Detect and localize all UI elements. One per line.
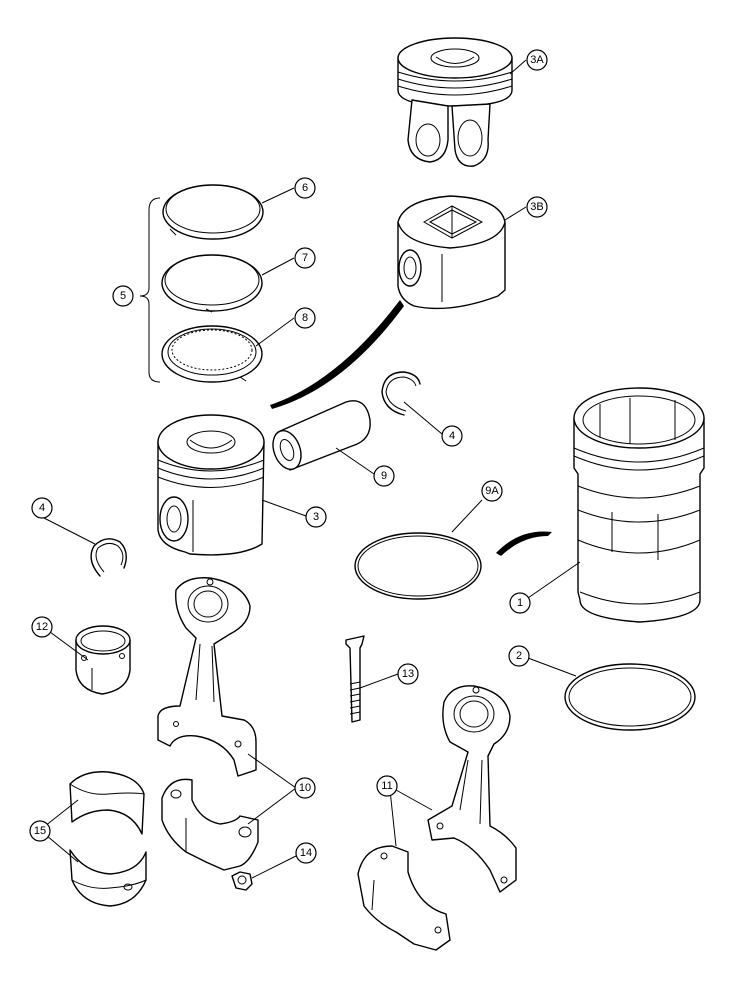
bearing-shell-15-lower [69, 849, 147, 907]
cylinder-liner-1 [573, 387, 705, 623]
callout-3: 3 [305, 506, 327, 528]
piston-3 [157, 414, 265, 556]
bushing-12 [75, 625, 131, 695]
svg-text:9: 9 [381, 470, 387, 482]
callout-14: 14 [295, 842, 317, 864]
piston-3a [397, 37, 513, 167]
snap-ring-4-lower [90, 538, 127, 577]
callout-3b: 3B [526, 196, 548, 218]
callout-10: 10 [294, 777, 316, 799]
callout-9: 9 [373, 465, 395, 487]
svg-text:3B: 3B [530, 201, 543, 213]
connecting-rod-10 [157, 577, 257, 777]
svg-text:6: 6 [302, 182, 308, 194]
svg-text:7: 7 [302, 252, 308, 264]
callout-4-lower: 4 [31, 497, 53, 519]
piston-ring-8 [161, 325, 263, 383]
o-ring-9a [354, 532, 482, 600]
svg-text:15: 15 [34, 825, 46, 837]
piston-pin-9 [272, 400, 371, 471]
svg-text:13: 13 [402, 668, 414, 680]
svg-text:10: 10 [299, 782, 311, 794]
callout-12: 12 [31, 616, 53, 638]
ring-set-bracket [139, 197, 161, 383]
svg-text:3A: 3A [530, 54, 544, 66]
leader-lines [39, 59, 581, 879]
callout-1: 1 [509, 592, 531, 614]
rod-bolt-13 [345, 635, 365, 723]
rod-nut-14 [231, 871, 253, 891]
callout-5: 5 [112, 285, 134, 307]
piston-ring-7 [161, 254, 263, 313]
piston-ring-6 [162, 184, 264, 240]
callout-7: 7 [294, 247, 316, 269]
svg-text:12: 12 [36, 621, 48, 633]
svg-text:8: 8 [302, 312, 308, 324]
svg-text:11: 11 [381, 780, 392, 792]
seal-ring-2 [564, 663, 696, 731]
svg-text:4: 4 [449, 430, 455, 442]
connecting-rod-11 [427, 685, 517, 893]
callout-3a: 3A [526, 49, 548, 71]
callout-11: 11 [376, 775, 398, 797]
svg-text:4: 4 [39, 502, 45, 514]
svg-text:3: 3 [313, 511, 319, 523]
callout-9a: 9A [481, 480, 503, 502]
callout-2: 2 [508, 645, 530, 667]
piston-skirt-3b [397, 195, 506, 310]
connecting-rod-cap-11 [357, 845, 451, 951]
callout-15: 15 [29, 820, 51, 842]
svg-text:2: 2 [516, 650, 522, 662]
callout-13: 13 [397, 663, 419, 685]
svg-text:9A: 9A [485, 485, 499, 497]
svg-text:1: 1 [517, 597, 523, 609]
svg-text:14: 14 [300, 847, 312, 859]
assembly-arrow-piston [270, 300, 404, 409]
callout-8: 8 [294, 307, 316, 329]
callout-4-upper: 4 [441, 425, 463, 447]
callout-6: 6 [294, 177, 316, 199]
connecting-rod-cap-10 [161, 778, 259, 871]
bearing-shell-15-upper [69, 771, 145, 835]
snap-ring-4-upper [381, 371, 421, 416]
svg-text:5: 5 [120, 290, 126, 302]
assembly-arrow-liner [496, 531, 552, 556]
